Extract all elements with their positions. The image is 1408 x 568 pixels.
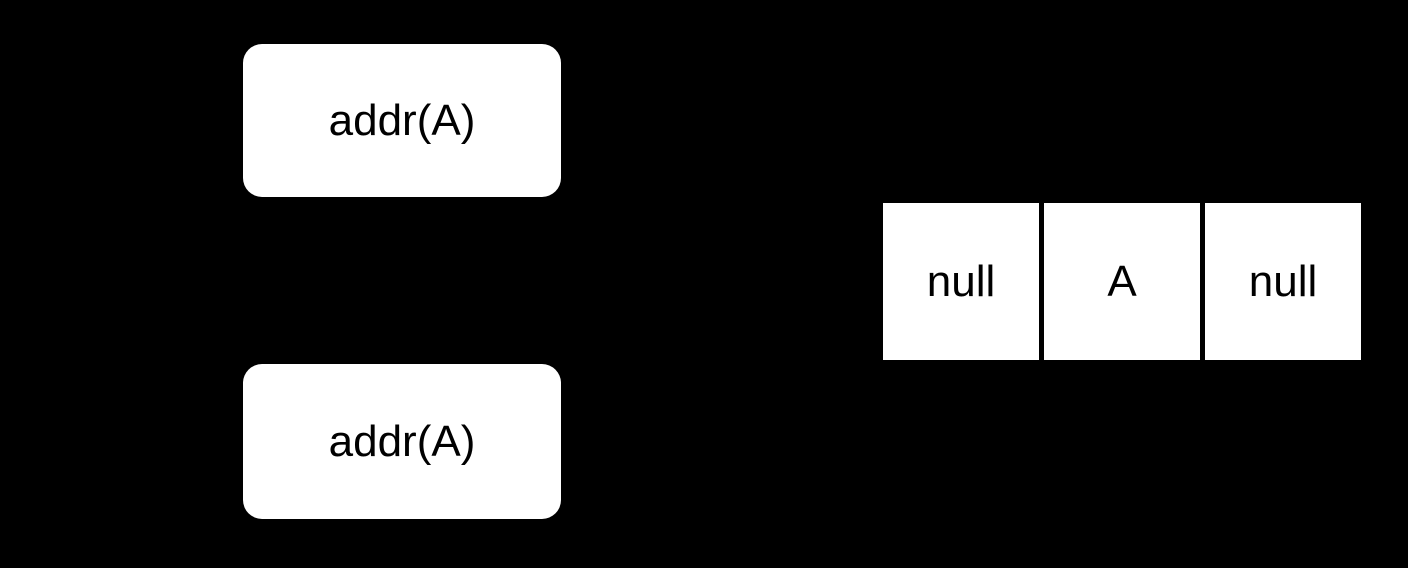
- pointer-node-top-label: addr(A): [328, 95, 476, 145]
- array-cell-left-label: null: [926, 256, 996, 306]
- pointer-node-bottom-label: addr(A): [328, 416, 476, 466]
- array-cell-right: null: [1205, 203, 1361, 360]
- array-cell-right-label: null: [1248, 256, 1318, 306]
- pointer-node-bottom: addr(A): [243, 364, 561, 519]
- array-cell-middle-label: A: [1107, 256, 1137, 306]
- array-cell-middle: A: [1044, 203, 1200, 360]
- array-row: null A null: [883, 203, 1361, 360]
- array-cell-left: null: [883, 203, 1039, 360]
- pointer-node-top: addr(A): [243, 44, 561, 197]
